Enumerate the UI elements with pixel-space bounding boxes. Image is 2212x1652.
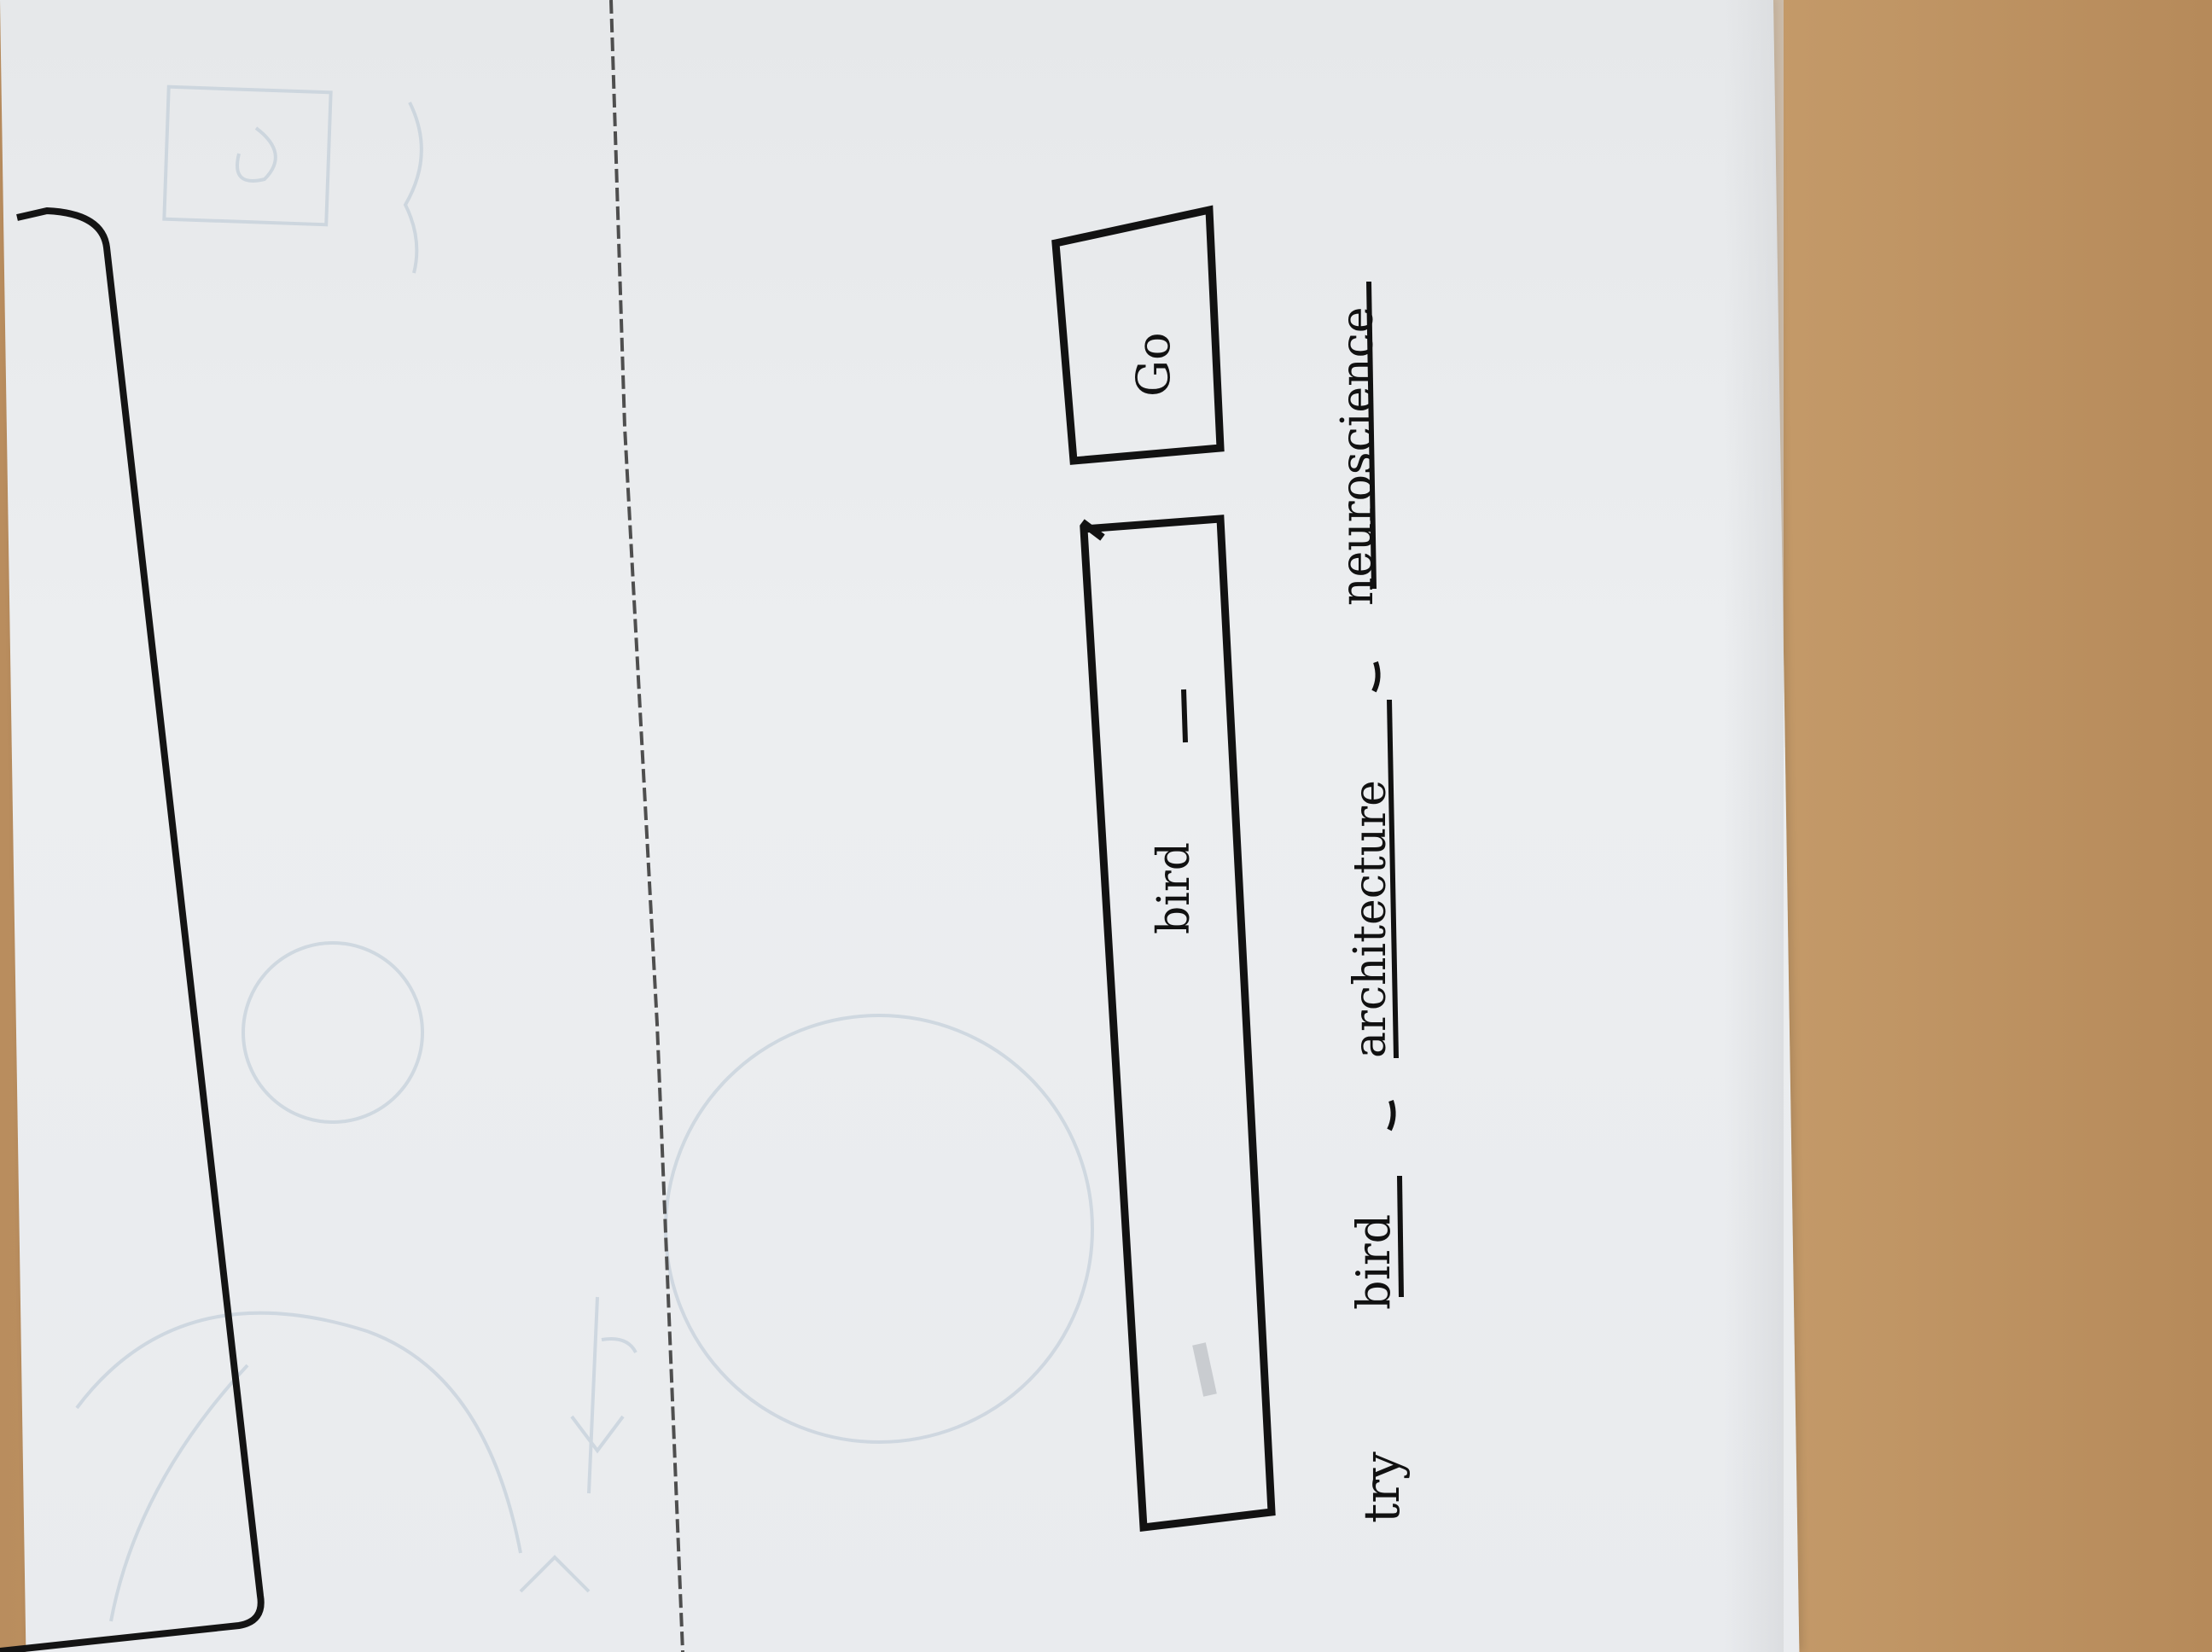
suggestions-prefix: try (1353, 1451, 1411, 1523)
bleed-through-sketch (75, 84, 1094, 1622)
underline-neuroscience (1366, 281, 1377, 590)
search-input[interactable]: bird (1149, 841, 1200, 934)
go-button[interactable]: Go (1126, 332, 1180, 397)
suggestion-link-bird[interactable]: bird (1347, 1213, 1400, 1310)
comma-separator-1 (1387, 1100, 1396, 1131)
underline-bird (1397, 1175, 1404, 1298)
text-cursor (1181, 689, 1188, 743)
page-divider-line (609, 0, 684, 1652)
paper-edge-shadow (1724, 0, 1784, 1652)
comma-separator-2 (1371, 661, 1381, 693)
underline-architecture (1387, 699, 1399, 1059)
go-button-outline (1051, 205, 1225, 465)
suggestion-link-neuroscience[interactable]: neuroscience (1332, 306, 1383, 606)
search-field-outline (1080, 515, 1276, 1533)
device-frame-outline (0, 206, 265, 1652)
suggestion-link-architecture[interactable]: architecture (1345, 780, 1396, 1058)
